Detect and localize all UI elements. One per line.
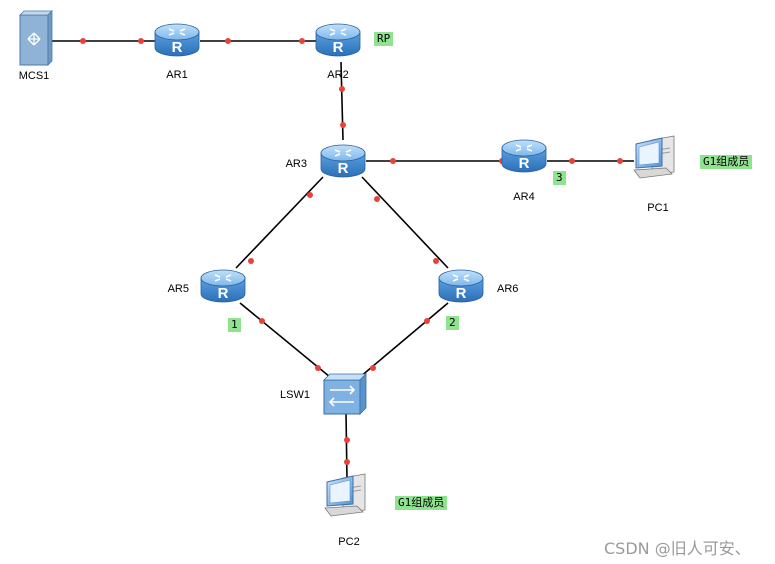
lsw1-label: LSW1 (280, 389, 310, 401)
port-dot (617, 158, 623, 164)
port-dot (424, 318, 430, 324)
ar1-label: AR1 (166, 69, 187, 81)
ar6-number-tag: 2 (446, 316, 459, 330)
server-icon (19, 10, 53, 66)
port-dot (307, 192, 313, 198)
mcs1-node[interactable]: MCS1 (19, 10, 53, 82)
pc1-node[interactable]: PC1 (633, 135, 675, 214)
ar4-node[interactable]: AR4 (501, 139, 547, 203)
port-dot (433, 258, 439, 264)
pc1-group-tag: G1组成员 (700, 155, 753, 169)
link-ar3-ar6 (361, 176, 449, 269)
port-dot (374, 196, 380, 202)
ar4-label: AR4 (513, 191, 534, 203)
router-icon (315, 23, 361, 57)
port-dot (299, 38, 305, 44)
link-ar3-ar5 (235, 176, 324, 269)
port-dots (80, 38, 623, 465)
pc-icon (324, 473, 366, 517)
ar5-node[interactable]: AR5 (168, 269, 246, 303)
link-ar5-lsw1 (239, 302, 331, 378)
lsw1-node[interactable]: LSW1 (280, 373, 367, 415)
port-dot (80, 38, 86, 44)
watermark-text: CSDN @旧人可安、 (604, 539, 751, 558)
ar6-label: AR6 (497, 283, 518, 295)
links (48, 40, 634, 481)
link-lsw1-pc2 (345, 411, 348, 481)
pc2-label: PC2 (338, 536, 359, 548)
pc2-node[interactable]: PC2 (324, 473, 366, 548)
switch-icon (323, 373, 367, 415)
port-dot (225, 38, 231, 44)
ar2-node[interactable]: AR2 (315, 23, 361, 81)
link-ar6-lsw1 (359, 302, 449, 378)
port-dot (370, 365, 376, 371)
pc1-label: PC1 (647, 202, 668, 214)
router-icon (320, 144, 366, 178)
ar3-label: AR3 (286, 158, 307, 170)
port-dot (340, 122, 346, 128)
pc-icon (633, 135, 675, 179)
ar6-node[interactable]: AR6 (438, 269, 518, 303)
ar5-number-tag: 1 (228, 318, 241, 332)
ar4-number-tag: 3 (553, 171, 566, 185)
router-icon (200, 269, 246, 303)
port-dot (339, 86, 345, 92)
mcs1-label: MCS1 (19, 70, 50, 82)
port-dot (138, 38, 144, 44)
rp-tag: RP (374, 32, 394, 46)
ar5-label: AR5 (168, 283, 189, 295)
port-dot (569, 158, 575, 164)
ar2-label: AR2 (327, 69, 348, 81)
router-icon (154, 23, 200, 57)
port-dot (259, 318, 265, 324)
port-dot (344, 437, 350, 443)
router-icon (501, 139, 547, 173)
ar3-node[interactable]: AR3 (286, 144, 366, 178)
ar1-node[interactable]: AR1 (154, 23, 200, 81)
port-dot (248, 258, 254, 264)
router-icon (438, 269, 484, 303)
port-dot (390, 158, 396, 164)
port-dot (344, 459, 350, 465)
port-dot (315, 365, 321, 371)
pc2-group-tag: G1组成员 (395, 496, 448, 510)
